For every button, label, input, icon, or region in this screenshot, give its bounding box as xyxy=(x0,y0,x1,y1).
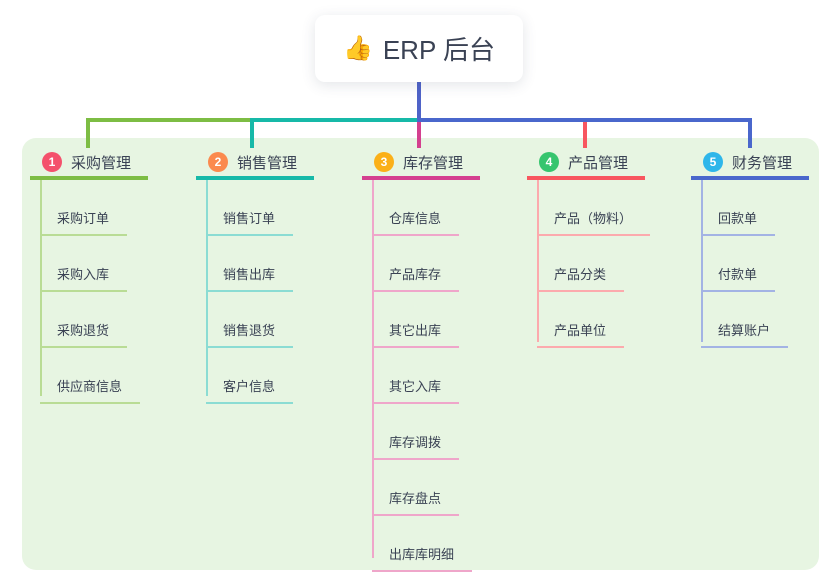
child-node-receipt-bill[interactable]: 回款单 xyxy=(701,180,776,236)
child-label: 结算账户 xyxy=(718,323,771,338)
child-label: 其它入库 xyxy=(389,379,442,394)
child-label: 仓库信息 xyxy=(389,211,442,226)
branch-children: 销售订单 销售出库 销售退货 客户信息 xyxy=(206,180,314,404)
branch-spine-line xyxy=(537,180,539,342)
child-node-customer-info[interactable]: 客户信息 xyxy=(206,348,294,404)
branch-children: 回款单 付款单 结算账户 xyxy=(701,180,809,348)
child-node-sales-return[interactable]: 销售退货 xyxy=(206,292,294,348)
child-node-outbound-detail[interactable]: 出库库明细 xyxy=(372,516,473,572)
branch-product: 4 产品管理 产品（物料） 产品分类 产品单位 xyxy=(527,148,651,348)
branch-inventory: 3 库存管理 仓库信息 产品库存 其它出库 其它入库 库存调拨 库存盘点 出库库… xyxy=(362,148,480,572)
connector-rail-segment-blue xyxy=(417,118,752,122)
branch-number-badge: 4 xyxy=(539,152,559,172)
child-node-sales-order[interactable]: 销售订单 xyxy=(206,180,294,236)
branch-spine-line xyxy=(206,180,208,396)
branch-node-purchase[interactable]: 1 采购管理 xyxy=(30,148,148,180)
child-node-product-unit[interactable]: 产品单位 xyxy=(537,292,625,348)
child-label: 供应商信息 xyxy=(57,379,123,394)
child-label: 销售订单 xyxy=(223,211,276,226)
branch-sales: 2 销售管理 销售订单 销售出库 销售退货 客户信息 xyxy=(196,148,314,404)
branch-label: 财务管理 xyxy=(732,154,793,172)
branch-drop-line-product xyxy=(583,121,587,148)
child-node-stock-taking[interactable]: 库存盘点 xyxy=(372,460,460,516)
branch-number-badge: 2 xyxy=(208,152,228,172)
branch-number-badge: 1 xyxy=(42,152,62,172)
child-label: 客户信息 xyxy=(223,379,276,394)
branches-background-panel xyxy=(22,138,819,570)
child-node-payment-bill[interactable]: 付款单 xyxy=(701,236,776,292)
child-node-other-outbound[interactable]: 其它出库 xyxy=(372,292,460,348)
child-label: 采购订单 xyxy=(57,211,110,226)
child-label: 库存调拨 xyxy=(389,435,442,450)
child-node-product-category[interactable]: 产品分类 xyxy=(537,236,625,292)
child-node-sales-outbound[interactable]: 销售出库 xyxy=(206,236,294,292)
branch-number-badge: 3 xyxy=(374,152,394,172)
branch-node-finance[interactable]: 5 财务管理 xyxy=(691,148,809,180)
child-label: 产品库存 xyxy=(389,267,442,282)
branch-spine-line xyxy=(701,180,703,342)
branch-spine-line xyxy=(372,180,374,558)
child-label: 销售出库 xyxy=(223,267,276,282)
child-node-purchase-inbound[interactable]: 采购入库 xyxy=(40,236,128,292)
branch-children: 产品（物料） 产品分类 产品单位 xyxy=(537,180,651,348)
branch-label: 销售管理 xyxy=(237,154,298,172)
child-node-product-material[interactable]: 产品（物料） xyxy=(537,180,651,236)
child-label: 付款单 xyxy=(718,267,758,282)
connector-rail-segment-green xyxy=(86,118,252,122)
branch-number-badge: 5 xyxy=(703,152,723,172)
branch-children: 仓库信息 产品库存 其它出库 其它入库 库存调拨 库存盘点 出库库明细 xyxy=(372,180,480,572)
thumbs-up-icon: 👍 xyxy=(342,35,373,62)
branch-node-inventory[interactable]: 3 库存管理 xyxy=(362,148,480,180)
child-node-product-stock[interactable]: 产品库存 xyxy=(372,236,460,292)
root-connector-line xyxy=(417,82,421,120)
root-node-erp[interactable]: 👍 ERP 后台 xyxy=(315,15,523,82)
branch-children: 采购订单 采购入库 采购退货 供应商信息 xyxy=(40,180,148,404)
child-node-purchase-order[interactable]: 采购订单 xyxy=(40,180,128,236)
branch-drop-line-sales xyxy=(250,118,254,148)
branch-label: 产品管理 xyxy=(568,154,629,172)
child-label: 产品（物料） xyxy=(554,211,633,226)
branch-label: 库存管理 xyxy=(403,154,464,172)
branch-node-sales[interactable]: 2 销售管理 xyxy=(196,148,314,180)
connector-rail-segment-teal xyxy=(250,118,421,122)
child-node-settlement-account[interactable]: 结算账户 xyxy=(701,292,789,348)
branch-finance: 5 财务管理 回款单 付款单 结算账户 xyxy=(691,148,809,348)
child-label: 销售退货 xyxy=(223,323,276,338)
branch-drop-line-inventory xyxy=(417,121,421,148)
child-label: 出库库明细 xyxy=(389,547,455,562)
root-node-label: ERP 后台 xyxy=(382,35,496,65)
child-node-stock-transfer[interactable]: 库存调拨 xyxy=(372,404,460,460)
child-label: 其它出库 xyxy=(389,323,442,338)
branch-node-product[interactable]: 4 产品管理 xyxy=(527,148,645,180)
branch-purchase: 1 采购管理 采购订单 采购入库 采购退货 供应商信息 xyxy=(30,148,148,404)
child-node-warehouse-info[interactable]: 仓库信息 xyxy=(372,180,460,236)
child-label: 库存盘点 xyxy=(389,491,442,506)
child-label: 产品单位 xyxy=(554,323,607,338)
child-label: 采购退货 xyxy=(57,323,110,338)
branch-spine-line xyxy=(40,180,42,396)
child-node-purchase-return[interactable]: 采购退货 xyxy=(40,292,128,348)
child-label: 采购入库 xyxy=(57,267,110,282)
child-label: 产品分类 xyxy=(554,267,607,282)
branch-drop-line-finance xyxy=(748,118,752,148)
child-node-supplier-info[interactable]: 供应商信息 xyxy=(40,348,141,404)
child-node-other-inbound[interactable]: 其它入库 xyxy=(372,348,460,404)
child-label: 回款单 xyxy=(718,211,758,226)
branch-drop-line-purchase xyxy=(86,118,90,148)
branch-label: 采购管理 xyxy=(71,154,132,172)
